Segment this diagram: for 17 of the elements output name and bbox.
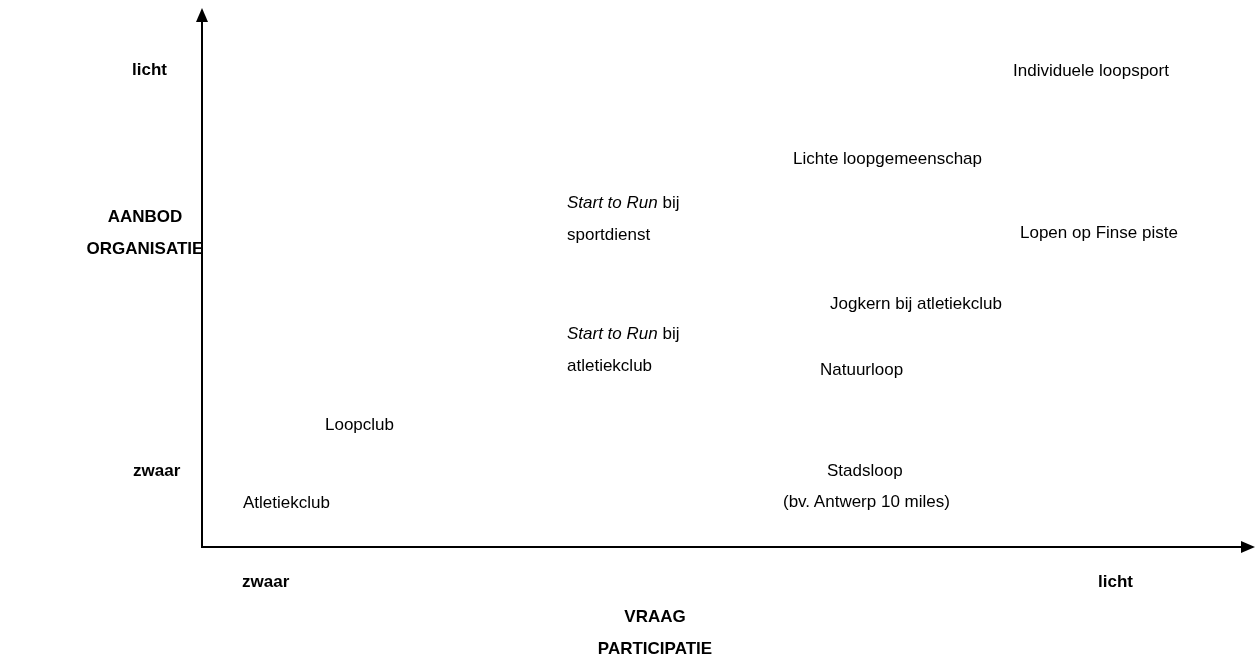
data-point-label: Natuurloop (820, 359, 904, 381)
axis-title: AANBOD ORGANISATIE (85, 206, 205, 260)
data-point-label: Loopclub (325, 414, 394, 436)
data-point-label: Start to Run bij sportdienst (567, 192, 681, 246)
data-point-label: Individuele loopsport (1013, 60, 1169, 82)
axis-title: VRAAG PARTICIPATIE (596, 606, 714, 660)
axis-value-label: zwaar (242, 571, 290, 593)
data-point-label: Jogkern bij atletiekclub (830, 293, 1002, 315)
axis-value-label: licht (132, 59, 167, 81)
axis-value-label: licht (1098, 571, 1133, 593)
data-point-label: Start to Run bij atletiekclub (567, 323, 681, 377)
data-point-label: Stadsloop (827, 460, 903, 482)
data-point-label: Atletiekclub (243, 492, 330, 514)
data-point-label: Lopen op Finse piste (1020, 222, 1178, 244)
data-point-label: Lichte loopgemeenschap (793, 148, 983, 170)
data-point-label: (bv. Antwerp 10 miles) (783, 491, 950, 513)
axis-value-label: zwaar (133, 460, 181, 482)
